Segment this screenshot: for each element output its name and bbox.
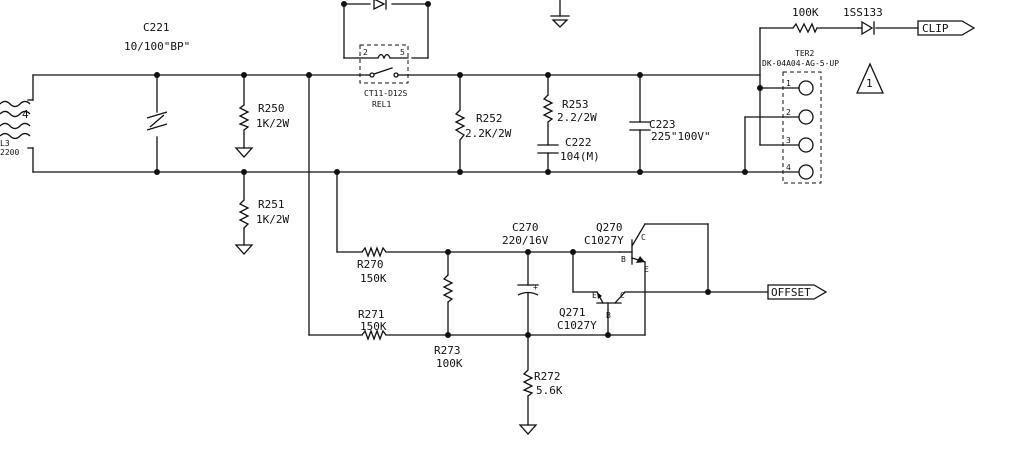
r271-ref-label: R271 (358, 308, 385, 321)
clip-port: CLIP (917, 20, 976, 36)
r273-value-label: 100K (436, 357, 463, 370)
q270-value-label: C1027Y (584, 234, 624, 247)
rel1-pin2-label: 2 (363, 48, 368, 57)
q270-b-pin-label: B (621, 255, 626, 264)
clip-port-label: CLIP (922, 22, 949, 35)
c270-ref-label: C270 (512, 221, 539, 234)
resistor-r252: R252 2.2K/2W (454, 109, 512, 141)
capacitor-c222: C222 104(M) (537, 136, 600, 163)
resistor-r272: R272 5.6K (518, 369, 563, 435)
r252-value-label: 2.2K/2W (465, 127, 512, 140)
resistor-r271: R271 150K (358, 308, 387, 341)
r253-ref-label: R253 (562, 98, 589, 111)
ter2-part-label: DK-04A04-AG-5-UP (762, 59, 839, 68)
c221-ref-label: C221 (143, 21, 170, 34)
warning-triangle-icon: 1 (855, 62, 885, 94)
q271-value-label: C1027Y (557, 319, 597, 332)
clip-resistor-value-label: 100K (792, 6, 819, 19)
rel1-part-label: CT11-D12S (364, 89, 408, 98)
svg-text:+: + (533, 283, 538, 292)
r250-ref-label: R250 (258, 102, 285, 115)
resistor-r253: R253 2.2/2W (542, 94, 597, 124)
q271-b-pin-label: B (606, 311, 611, 320)
r250-value-label: 1K/2W (256, 117, 289, 130)
l3-value-label: 2200 (0, 148, 19, 157)
r273-ref-label: R273 (434, 344, 461, 357)
r251-value-label: 1K/2W (256, 213, 289, 226)
capacitor-c221: C221 10/100"BP" (124, 21, 190, 131)
r253-value-label: 2.2/2W (557, 111, 597, 124)
r272-value-label: 5.6K (536, 384, 563, 397)
resistor-r251: R251 1K/2W (234, 198, 289, 255)
r251-ref-label: R251 (258, 198, 285, 211)
ter2-pin4-label: 4 (786, 163, 791, 172)
ter2-pin3-label: 3 (786, 136, 791, 145)
relay-rel1: 2 5 CT11-D12S REL1 (359, 0, 409, 109)
c223-value-label: 225"100V" (651, 130, 711, 143)
ter2-ref-label: TER2 (795, 49, 814, 58)
c221-value-label: 10/100"BP" (124, 40, 190, 53)
r271-value-label: 150K (360, 320, 387, 333)
offset-port: OFFSET (767, 284, 828, 300)
clip-resistor: 100K (792, 6, 819, 34)
inductor-l3: 4 L3 2200 (0, 99, 34, 157)
resistor-r250: R250 1K/2W (234, 102, 289, 158)
l3-pin-label: 4 (22, 108, 29, 121)
r270-value-label: 150K (360, 272, 387, 285)
r252-ref-label: R252 (476, 112, 503, 125)
r272-ref-label: R272 (534, 370, 561, 383)
clip-diode: 1SS133 (843, 6, 883, 36)
offset-port-label: OFFSET (771, 286, 811, 299)
rel1-pin5-label: 5 (400, 48, 405, 57)
rel1-ref-label: REL1 (372, 100, 391, 109)
q271-c-pin-label: C (620, 291, 625, 300)
q270-e-pin-label: E (644, 265, 649, 274)
resistor-r270: R270 150K (357, 246, 387, 285)
ter2-pin1-label: 1 (786, 79, 791, 88)
transistor-q271: E C B Q271 C1027Y (557, 291, 626, 332)
c270-value-label: 220/16V (502, 234, 549, 247)
ground-symbol-top (550, 15, 570, 28)
r270-ref-label: R270 (357, 258, 384, 271)
ter2-pin2-label: 2 (786, 108, 791, 117)
q270-c-pin-label: C (641, 233, 646, 242)
l3-ref-label: L3 (0, 139, 10, 148)
transistor-q270: C B E Q270 C1027Y (584, 221, 649, 274)
resistor-r273: R273 100K (434, 274, 463, 370)
c222-value-label: 104(M) (560, 150, 600, 163)
wires (32, 0, 919, 426)
clip-diode-value-label: 1SS133 (843, 6, 883, 19)
warning-mark-label: 1 (866, 77, 873, 90)
c223-ref-label: C223 (649, 118, 676, 131)
c222-ref-label: C222 (565, 136, 592, 149)
terminal-ter2: 1 2 3 4 TER2 DK-04A04-AG-5-UP (762, 49, 839, 184)
q270-ref-label: Q270 (596, 221, 623, 234)
junction-dots (154, 1, 763, 338)
q271-e-pin-label: E (592, 291, 597, 300)
capacitor-c223: C223 225"100V" (629, 118, 711, 143)
q271-ref-label: Q271 (559, 306, 586, 319)
capacitor-c270: + C270 220/16V (502, 221, 549, 296)
